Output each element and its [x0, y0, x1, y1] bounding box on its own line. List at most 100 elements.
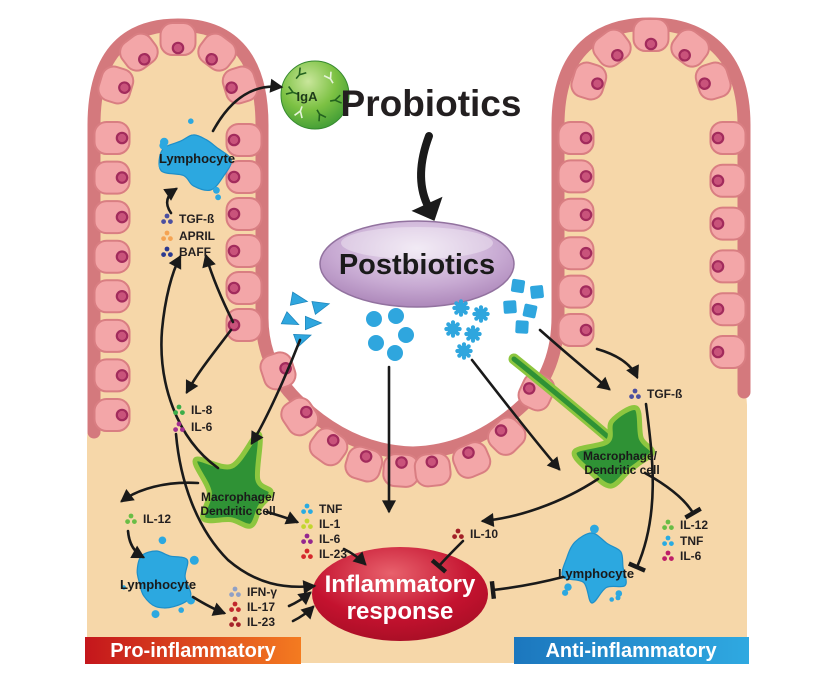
lymphocyte-top-label: Lymphocyte — [159, 151, 235, 166]
epithelial-cell — [225, 160, 263, 194]
cytokine-label: IL-10 — [470, 527, 498, 541]
cytokine-dots — [125, 513, 137, 524]
cytokine-group-ifn-trio: IFN-γ IL-17 IL-23 — [229, 585, 277, 629]
arrow-lymphocyte-to-ifntrio — [191, 595, 227, 616]
inflammatory-line1: Inflammatory — [325, 571, 476, 598]
epithelial-cell — [280, 396, 320, 437]
cytokine-label: IL-6 — [319, 532, 341, 546]
probiotics-to-postbiotics-arrow — [411, 132, 443, 221]
cytokine-label: IL-1 — [319, 517, 341, 531]
arrow-macrophage-right-to-il10 — [480, 477, 600, 528]
cytokine-group-il10: IL-10 — [452, 527, 498, 541]
epithelial-cell — [570, 61, 608, 101]
cytokine-group-il8-il6: IL-8 IL-6 — [173, 403, 213, 434]
metabolite-squares — [503, 278, 544, 334]
lymphocyte-body — [158, 134, 232, 191]
epithelial-cell — [486, 416, 527, 456]
lymphocyte-top — [158, 118, 232, 201]
cytokine-dots — [301, 548, 313, 559]
arrow-epithelium-to-il8 — [185, 328, 233, 395]
cytokine-group-tgf-right: TGF-ß — [629, 387, 682, 401]
arrow-triangles-to-macrophage — [250, 338, 302, 445]
epithelial-cell — [221, 65, 259, 105]
epithelial-cell — [93, 318, 131, 353]
arrow-gears-to-macrophage-right — [470, 358, 561, 471]
arrow-il17-to-inflammatory — [287, 591, 312, 608]
cytokine-dots — [229, 616, 241, 627]
epithelial-cell — [709, 121, 747, 155]
cytokine-dots — [229, 601, 241, 612]
lymphocyte-body — [136, 550, 192, 609]
epithelial-cell — [225, 308, 263, 342]
epithelial-cell — [557, 197, 595, 232]
epithelial-cell — [344, 445, 384, 483]
arrow-tnfquad-to-inflammatory — [342, 547, 367, 566]
epithelial-cell — [225, 123, 263, 157]
cytokine-label: IL-17 — [247, 600, 275, 614]
cytokine-dots — [662, 519, 674, 530]
epithelial-cell — [225, 197, 263, 231]
cytokine-labels: TGF-ß APRIL BAFF IL-8 IL-6 IL-12 TNF IL-… — [125, 212, 708, 629]
lymphocyte-droplet — [609, 597, 614, 602]
epithelial-cell — [694, 61, 732, 101]
cytokine-label: BAFF — [179, 245, 211, 259]
epithelial-cell — [592, 28, 632, 68]
epithelial-cell — [709, 249, 747, 284]
epithelial-cell — [632, 18, 670, 52]
epithelial-cell — [93, 239, 131, 274]
epithelial-cell — [670, 28, 710, 68]
cytokine-label: TGF-ß — [179, 212, 214, 226]
epithelial-cell — [93, 160, 131, 195]
cytokine-label: IL-12 — [143, 512, 171, 526]
epithelial-cell — [159, 22, 197, 56]
inhibit-tgf-to-lymphocyte-right — [627, 402, 655, 573]
lymphocyte-droplet — [121, 585, 126, 590]
epithelial-cell — [93, 121, 131, 155]
epithelial-cell — [93, 200, 131, 235]
antibody-icons — [285, 67, 342, 122]
lymphocyte-droplet — [213, 186, 220, 194]
cytokine-label: APRIL — [179, 229, 215, 243]
cytokine-label: IL-8 — [191, 403, 213, 417]
anti-banner-label: Anti-inflammatory — [545, 640, 717, 662]
inhibit-il10-to-inflammatory — [430, 539, 465, 574]
epithelial-cell — [93, 358, 131, 393]
iga-label: IgA — [297, 89, 319, 104]
lymphocyte-droplet — [215, 194, 221, 201]
macrophage-left-label-1: Macrophage/ — [201, 490, 276, 504]
postbiotics-node: Postbiotics — [319, 220, 515, 308]
iga-ball: IgA — [280, 60, 350, 130]
epithelial-cell — [709, 163, 747, 198]
lymphocyte-droplet — [158, 536, 167, 545]
cytokine-label: TNF — [680, 534, 703, 548]
arrow-macrophage-to-tnfquad — [265, 510, 300, 525]
epithelial-cell — [413, 452, 452, 488]
epithelial-cell — [557, 121, 595, 155]
cytokine-label: IL-12 — [680, 518, 708, 532]
epithelium-band — [87, 17, 751, 460]
lymphocyte-bottom-left — [121, 536, 199, 619]
cytokine-group-right-trio: IL-12 TNF IL-6 — [662, 518, 708, 563]
inhibit-macrophage-right-to-trio — [643, 471, 702, 520]
epithelial-cell — [557, 159, 595, 194]
arrow-il23-to-inflammatory — [291, 605, 315, 623]
cytokine-dots — [662, 550, 674, 561]
epithelial-cell — [451, 441, 492, 479]
inflammatory-line2: response — [347, 598, 454, 625]
lymphocyte-droplet — [615, 590, 623, 597]
lymphocyte-droplet — [178, 607, 184, 613]
cytokine-label: IFN-γ — [247, 585, 277, 599]
lymphocyte-droplet — [151, 610, 160, 619]
cytokine-dots — [301, 518, 313, 529]
cytokine-dots — [662, 535, 674, 546]
cytokine-dots — [629, 388, 641, 399]
cytokine-dots — [229, 586, 241, 597]
arrow-tgfgroup-to-lymphocyte — [163, 187, 178, 215]
inhibit-lymphocyte-right-to-inflammatory — [489, 575, 565, 600]
lymphocyte-droplet — [590, 524, 599, 534]
lymphocyte-bottom-left-label: Lymphocyte — [120, 577, 196, 592]
probiotics-title: Probiotics — [341, 83, 522, 124]
cell-labels: Lymphocyte Lymphocyte Lymphocyte Macroph… — [120, 151, 660, 592]
